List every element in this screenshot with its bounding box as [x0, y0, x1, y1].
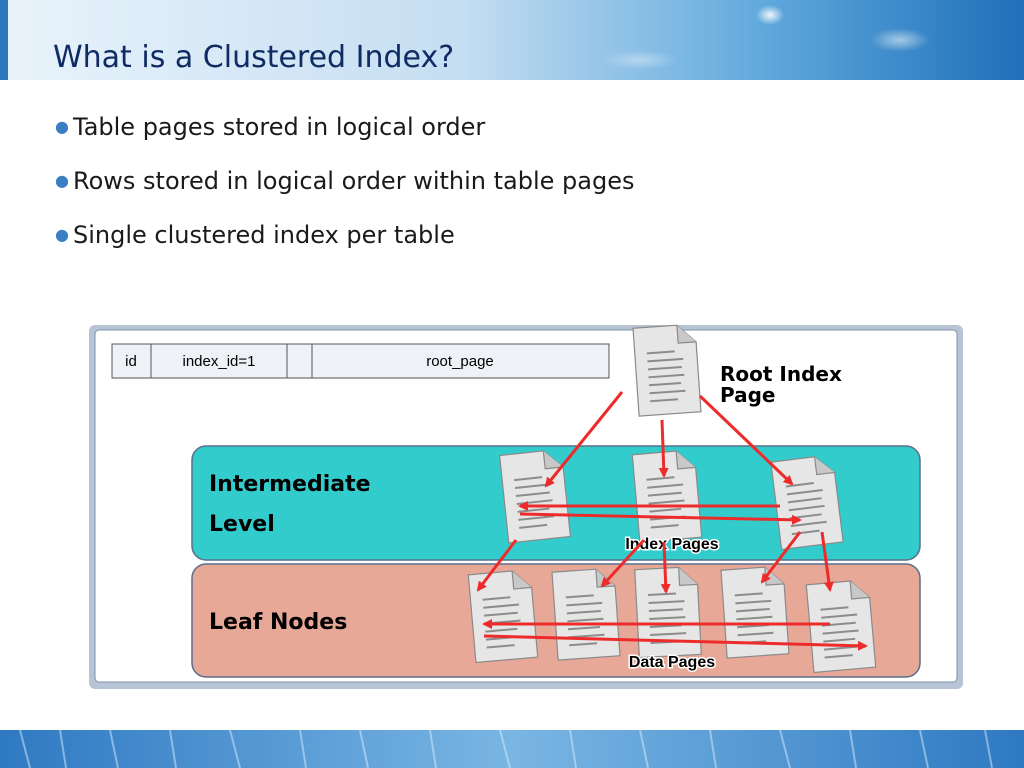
header-band: [0, 0, 1024, 80]
arrow: [483, 634, 868, 651]
bullet-item: ●Rows stored in logical order within tab…: [55, 162, 634, 216]
arrow: [476, 539, 518, 592]
intermediate-label-line2: Level: [209, 512, 275, 537]
arrow: [820, 531, 834, 592]
footer-band: [0, 730, 1024, 768]
index-pages-label: Index Pages: [625, 536, 718, 553]
bullet-icon: ●: [55, 171, 69, 190]
table-cell-index-id: index_id=1: [183, 353, 256, 370]
root-index-label-line1: Root Index: [720, 362, 842, 386]
arrow: [600, 538, 646, 588]
table-cell-root-page: root_page: [426, 353, 494, 370]
bullet-text: Rows stored in logical order within tabl…: [73, 167, 635, 195]
data-page-icon: [633, 565, 703, 659]
data-pages-label: Data Pages: [629, 654, 715, 671]
intermediate-page-icon: [631, 448, 703, 544]
page-pointer-arrows: [476, 391, 868, 651]
data-page-icon: [551, 566, 621, 662]
data-page-icon: [805, 578, 877, 674]
header-band-graphic: [0, 0, 1024, 80]
arrow: [660, 541, 671, 594]
data-page-icon: [467, 568, 539, 664]
root-index-label-line2: Page: [720, 383, 776, 407]
bullet-item: ●Single clustered index per table: [55, 216, 634, 270]
arrow: [519, 512, 802, 525]
leaf-nodes-label: Leaf Nodes: [209, 610, 347, 635]
arrow: [544, 391, 624, 488]
bullet-icon: ●: [55, 117, 69, 136]
arrow: [658, 419, 669, 478]
root-page-icon: [632, 322, 702, 418]
footer-band-graphic: [0, 730, 1024, 768]
intermediate-label-line1: Intermediate: [209, 472, 371, 497]
bullet-text: Table pages stored in logical order: [73, 113, 486, 141]
arrow: [698, 394, 794, 486]
slide-title: What is a Clustered Index?: [53, 40, 455, 75]
table-cell-id: id: [125, 353, 137, 370]
bullet-item: ●Table pages stored in logical order: [55, 108, 634, 162]
arrow: [760, 531, 802, 584]
bullet-icon: ●: [55, 225, 69, 244]
bullet-list: ●Table pages stored in logical order ●Ro…: [55, 108, 634, 270]
sysindexes-row: id index_id=1 root_page: [111, 343, 610, 379]
bullet-text: Single clustered index per table: [73, 221, 455, 249]
